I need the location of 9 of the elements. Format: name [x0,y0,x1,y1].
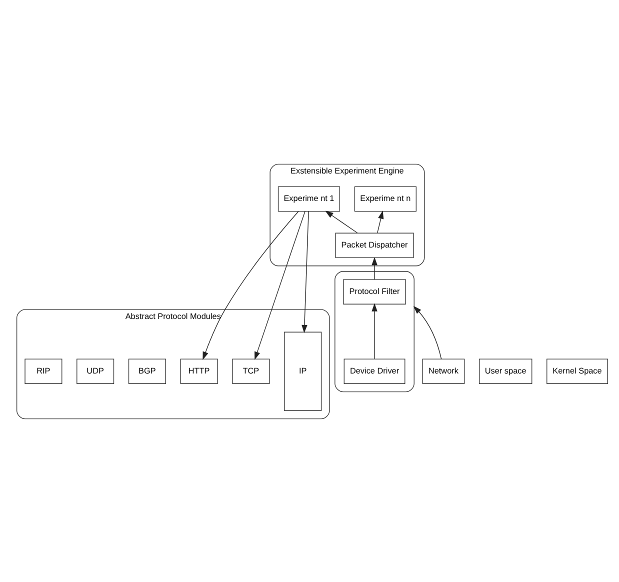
arrow [413,305,442,359]
cluster [334,270,414,392]
arrow [325,210,358,233]
arrow [372,256,378,280]
arrow [377,210,384,233]
arrow [372,302,378,359]
arrow [254,210,306,360]
arrow [302,210,309,333]
arrow [202,210,299,360]
